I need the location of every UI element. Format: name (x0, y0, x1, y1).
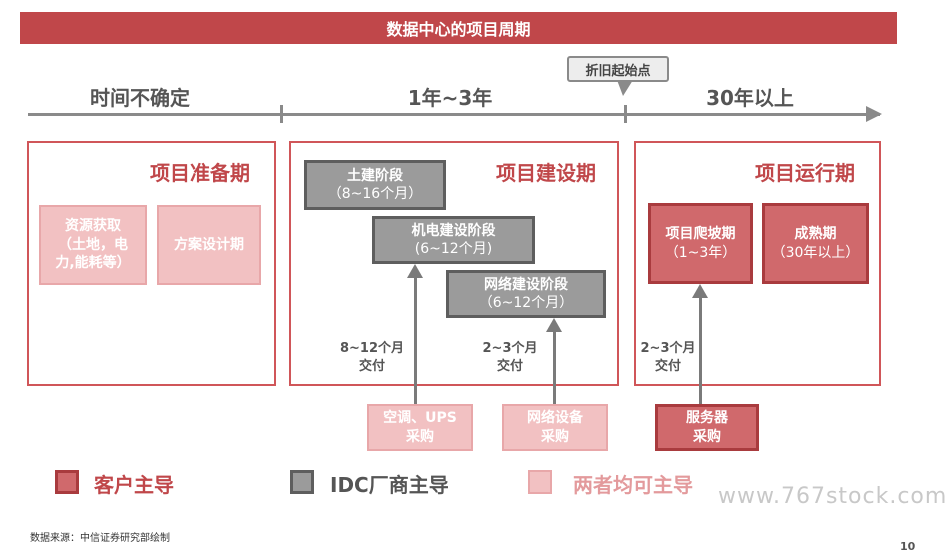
design-phase-box: 方案设计期 (157, 205, 261, 285)
delivery-time: 2~3个月 (640, 341, 696, 356)
hvac-ups-procurement-box: 空调、UPS 采购 (367, 404, 473, 451)
network-equipment-procurement-box: 网络设备 采购 (502, 404, 608, 451)
delivery-text: 交付 (654, 359, 681, 375)
delivery-time: 8~12个月 (339, 341, 405, 356)
page-number: 10 (900, 540, 916, 553)
step-name: 网络建设阶段 (484, 276, 568, 293)
procurement-label: 采购 (693, 428, 721, 445)
delivery-time: 2~3个月 (482, 341, 538, 356)
watermark: www.767stock.com (718, 484, 946, 509)
legend-label-idc: IDC厂商主导 (330, 473, 449, 497)
timeline-tick (280, 105, 283, 123)
ramp-up-box: 项目爬坡期 （1~3年） (648, 203, 753, 284)
phase-label-build: 1年~3年 (407, 86, 493, 110)
callout-pointer-icon (617, 80, 633, 96)
step-duration: （8~16个月） (327, 186, 423, 202)
server-procurement-box: 服务器 采购 (655, 404, 759, 451)
procurement-item: 服务器 (686, 409, 728, 426)
up-arrow-icon (407, 264, 423, 278)
procurement-item: 网络设备 (527, 410, 583, 427)
step-name: 机电建设阶段 (411, 222, 496, 239)
legend-swatch-idc (290, 470, 314, 494)
depreciation-callout: 折旧起始点 (567, 56, 669, 82)
phase-label-uncertain: 时间不确定 (90, 86, 190, 110)
diagram-title: 数据中心的项目周期 (20, 12, 897, 44)
delivery-text: 交付 (496, 359, 523, 375)
step-duration: （30年以上） (771, 244, 860, 261)
data-source: 数据来源：中信证券研究部绘制 (30, 533, 170, 544)
network-works-box: 网络建设阶段 （6~12个月） (446, 270, 606, 318)
arrow-shaft (414, 277, 417, 404)
legend-swatch-customer (55, 470, 79, 494)
delivery-label: 2~3个月 交付 (472, 340, 548, 376)
legend-swatch-either (528, 470, 552, 494)
arrow-shaft (553, 331, 556, 404)
procurement-label: 采购 (541, 428, 569, 445)
step-duration: (6~12个月) (414, 241, 493, 257)
timeline-axis (28, 113, 880, 116)
timeline-tick (624, 105, 627, 123)
maturity-box: 成熟期 （30年以上） (762, 203, 869, 284)
stage-title-operation: 项目运行期 (755, 161, 855, 185)
timeline-arrow-icon (866, 106, 882, 122)
delivery-label: 2~3个月 交付 (630, 340, 706, 376)
stage-title-preparation: 项目准备期 (150, 161, 250, 185)
arrow-shaft (699, 297, 702, 404)
procurement-label: 采购 (406, 428, 434, 445)
delivery-text: 交付 (358, 359, 385, 375)
resource-acquisition-box: 资源获取 （土地，电 力,能耗等） (39, 205, 147, 285)
step-duration: （1~3年） (664, 244, 737, 261)
step-name: 土建阶段 (347, 167, 403, 184)
up-arrow-icon (546, 318, 562, 332)
step-duration: （6~12个月） (478, 295, 574, 311)
delivery-label: 8~12个月 交付 (332, 340, 412, 376)
stage-title-construction: 项目建设期 (496, 161, 596, 185)
step-name: 项目爬坡期 (665, 225, 736, 242)
phase-label-run: 30年以上 (706, 86, 794, 110)
step-name: 成熟期 (794, 225, 837, 242)
up-arrow-icon (692, 284, 708, 298)
civil-works-box: 土建阶段 （8~16个月） (304, 160, 446, 210)
mep-works-box: 机电建设阶段 (6~12个月) (372, 216, 535, 264)
legend-label-either: 两者均可主导 (573, 473, 693, 497)
procurement-item: 空调、UPS (383, 410, 457, 427)
legend-label-customer: 客户主导 (94, 473, 174, 497)
